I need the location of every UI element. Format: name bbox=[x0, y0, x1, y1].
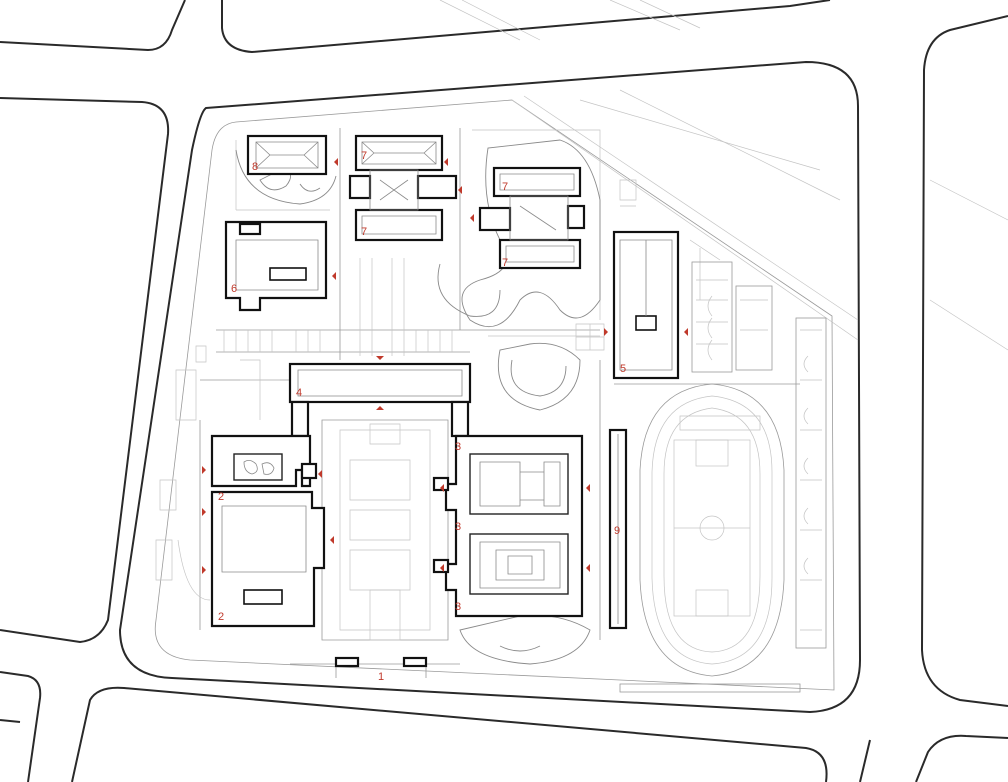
label-building-7: 7 bbox=[361, 150, 367, 162]
label-building-4: 4 bbox=[296, 387, 302, 399]
label-building-3: 3 bbox=[455, 601, 461, 613]
campus-perimeter bbox=[118, 0, 1008, 714]
label-building-3: 3 bbox=[455, 521, 461, 533]
label-building-7: 7 bbox=[502, 257, 508, 269]
label-building-7: 7 bbox=[361, 226, 367, 238]
buildings bbox=[210, 134, 680, 668]
label-building-9: 9 bbox=[614, 525, 620, 537]
label-building-8: 8 bbox=[252, 161, 258, 173]
label-building-6: 6 bbox=[231, 283, 237, 295]
label-building-7: 7 bbox=[502, 181, 508, 193]
label-gate-1: 1 bbox=[378, 671, 384, 683]
label-building-5: 5 bbox=[620, 363, 626, 375]
sports-area bbox=[619, 261, 827, 693]
label-building-2: 2 bbox=[218, 611, 224, 623]
label-building-2: 2 bbox=[218, 491, 224, 503]
label-building-3: 3 bbox=[455, 441, 461, 453]
entrance-arrows bbox=[202, 158, 688, 574]
building-labels: 8 7 7 7 7 6 5 4 3 3 3 2 2 9 1 bbox=[218, 150, 626, 683]
internal-paths bbox=[155, 128, 800, 678]
